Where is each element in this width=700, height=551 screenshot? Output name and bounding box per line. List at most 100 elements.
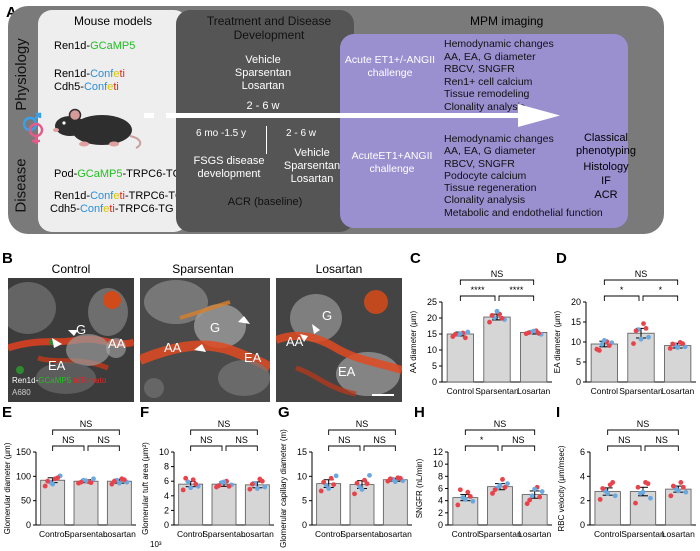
significance-label: NS xyxy=(235,435,248,445)
significance-bracket xyxy=(225,445,258,451)
data-point xyxy=(526,330,532,336)
x-tick-label: Control xyxy=(594,529,622,539)
bar xyxy=(483,316,511,383)
model-text: Ren1d- xyxy=(54,68,91,80)
data-point xyxy=(612,493,618,499)
data-point xyxy=(500,476,505,482)
micro-label-ea: EA xyxy=(244,350,262,365)
y-tick-label: 12 xyxy=(433,447,443,457)
bar xyxy=(664,345,692,383)
data-point xyxy=(492,487,498,493)
panel-label-e: E xyxy=(2,404,13,421)
confetti-text-c: ti xyxy=(119,190,125,202)
readout-item: Tissue regeneration xyxy=(444,182,537,195)
data-point xyxy=(183,475,189,481)
significance-label: NS xyxy=(512,435,525,445)
y-tick-label: 8 xyxy=(438,471,443,481)
confetti-text-b: e xyxy=(107,81,114,93)
y-axis-label: EA diameter (μm) xyxy=(553,310,562,373)
data-point xyxy=(529,493,535,499)
significance-label: NS xyxy=(97,435,110,445)
significance-label: NS xyxy=(635,269,648,279)
panel-label-b: B xyxy=(2,250,13,267)
data-point xyxy=(596,348,602,353)
y-tick-label: 8 xyxy=(164,462,169,472)
significance-bracket xyxy=(52,429,120,435)
data-point xyxy=(505,481,510,487)
y-tick-label: 2 xyxy=(438,508,443,518)
significance-label: NS xyxy=(62,435,75,445)
significance-bracket xyxy=(464,445,499,451)
data-point xyxy=(462,497,468,502)
y-tick-label: 20 xyxy=(427,313,437,323)
y-tick-label: 6 xyxy=(438,484,443,494)
y-tick-label: 100 xyxy=(16,471,31,481)
y-tick-label: 4 xyxy=(164,491,169,501)
readout-item: Tissue remodeling xyxy=(444,88,530,100)
model-cdh5-confetti: Cdh5-Confeti xyxy=(54,81,119,93)
x-tick-label: Sparsentan xyxy=(340,529,384,539)
data-point xyxy=(467,494,473,499)
classical-item: ACR xyxy=(594,189,618,201)
x-tick-label: Control xyxy=(591,386,619,396)
disease-readouts: Hemodynamic changes AA, EA, G diameter R… xyxy=(444,133,603,219)
bar xyxy=(73,480,99,526)
y-tick-label: 0 xyxy=(438,520,443,530)
x-tick-label: Losartan xyxy=(241,529,274,539)
significance-label: **** xyxy=(471,285,486,295)
acr-baseline: ACR (baseline) xyxy=(227,196,303,208)
significance-bracket xyxy=(459,295,496,301)
y-tick-label: 0 xyxy=(164,520,169,530)
y-axis-label: Glomerular diameter (μm) xyxy=(3,442,12,534)
readout-item: Podocyte calcium xyxy=(444,169,527,182)
significance-bracket xyxy=(87,445,120,451)
y-tick-label: 4 xyxy=(580,471,585,481)
data-point xyxy=(497,483,503,488)
data-point xyxy=(216,483,222,488)
significance-bracket xyxy=(498,295,535,301)
micro-label-ea: EA xyxy=(48,358,66,373)
micro-label-aa: AA xyxy=(286,334,304,349)
data-point xyxy=(354,480,360,486)
significance-bracket xyxy=(603,295,640,301)
significance-label: NS xyxy=(655,435,668,445)
disease-challenge: AcuteET1+ANGII challenge xyxy=(351,150,433,175)
significance-bracket xyxy=(644,445,679,451)
model-text: Cdh5- xyxy=(50,203,80,215)
data-point xyxy=(601,338,607,343)
model-ren1d-gcamp5: Ren1d-GCaMP5 xyxy=(54,40,135,52)
data-point xyxy=(387,476,393,482)
significance-label: NS xyxy=(356,419,369,429)
x-tick-label: Control xyxy=(452,529,480,539)
data-point xyxy=(635,484,641,490)
legend-gcamp-text: GCaMP5 xyxy=(38,376,72,385)
significance-label: NS xyxy=(637,419,650,429)
data-point xyxy=(364,481,370,487)
readout-item: AA, EA, G diameter xyxy=(444,145,536,158)
data-point xyxy=(318,488,324,494)
bar xyxy=(487,486,513,526)
significance-label: * xyxy=(480,435,484,445)
readout-item: Hemodynamic changes xyxy=(444,133,554,145)
data-point xyxy=(489,313,495,318)
data-point xyxy=(536,330,542,336)
data-point xyxy=(367,472,372,478)
data-point xyxy=(537,494,543,500)
data-point xyxy=(675,488,681,494)
mouse-icon xyxy=(53,108,142,149)
micrograph-sparsentan-image xyxy=(140,278,270,402)
physiology-challenge: Acute ET1+/-ANGII challenge xyxy=(344,54,436,79)
x-tick-label: Losartan xyxy=(662,529,695,539)
readout-item: Clonality analysis xyxy=(444,100,526,113)
data-point xyxy=(362,477,367,483)
data-point xyxy=(645,481,651,487)
disease-text: Disease xyxy=(12,157,30,213)
x-tick-label: Losartan xyxy=(103,529,136,539)
sex-symbols-icon xyxy=(22,112,44,144)
axis-note: 10³ xyxy=(150,540,162,549)
significance-bracket xyxy=(459,279,535,285)
legend-tomato-text: tdTomato xyxy=(73,376,107,385)
model-text: Cdh5- xyxy=(54,81,84,93)
